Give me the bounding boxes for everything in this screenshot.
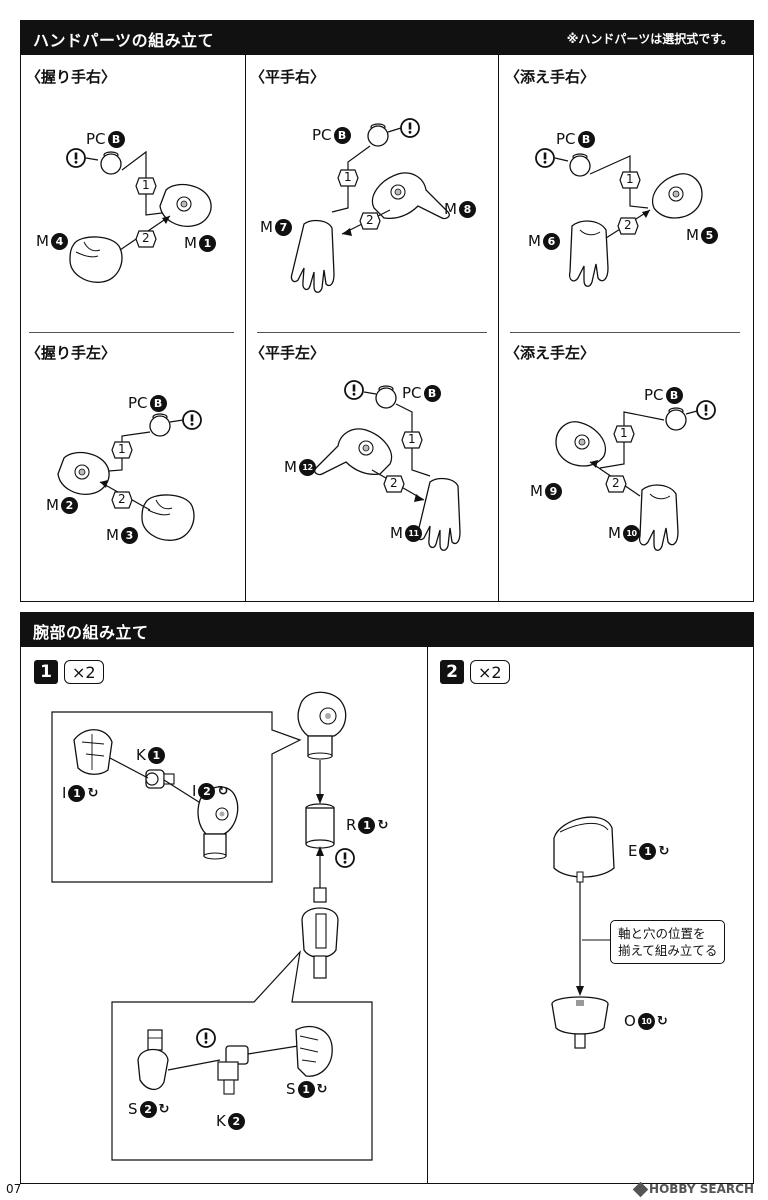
- arm-title: 腕部の組み立て: [33, 623, 149, 642]
- step-1-header: 1 ×2: [34, 660, 104, 684]
- alignment-note: 軸と穴の位置を 揃えて組み立てる: [610, 920, 726, 964]
- e1-part: [553, 816, 615, 883]
- watermark-logo-icon: [632, 1181, 649, 1197]
- caution-icon: [196, 1028, 216, 1048]
- flat-left-diagram: [314, 380, 461, 551]
- spin-icon: ↻: [316, 1081, 328, 1097]
- alignment-note-line-1: 軸と穴の位置を: [618, 926, 706, 941]
- watermark: HOBBY SEARCH: [632, 1181, 754, 1197]
- step-num-2-support-right: 2: [624, 218, 632, 232]
- s2-part: [137, 1029, 169, 1090]
- page-number: 07: [6, 1182, 22, 1196]
- step-1-multiplier: ×2: [64, 660, 104, 684]
- step-num-1-flat-left: 1: [408, 432, 416, 446]
- step-num-2-flat-right: 2: [366, 213, 374, 227]
- spin-icon: ↻: [377, 817, 389, 833]
- spin-icon: ↻: [217, 783, 229, 799]
- detail-callout-upper: [51, 711, 302, 883]
- alignment-note-line-2: 揃えて組み立てる: [618, 943, 718, 958]
- step-num-1-support-right: 1: [626, 172, 634, 186]
- cell-title-grip-left: 〈握り手左〉: [26, 344, 117, 362]
- step-2-header: 2 ×2: [440, 660, 510, 684]
- step-num-2-grip-left: 2: [118, 492, 126, 506]
- hand-row-divider-1: [29, 332, 234, 333]
- hand-divider-2: [498, 55, 499, 601]
- watermark-text: HOBBY SEARCH: [649, 1182, 754, 1196]
- cell-title-grip-right: 〈握り手右〉: [26, 68, 117, 86]
- step-num-1-support-left: 1: [620, 426, 628, 440]
- s1-part: [295, 1025, 333, 1077]
- arm-divider: [427, 647, 428, 1183]
- hand-parts-header: ハンドパーツの組み立て ※ハンドパーツは選択式です。: [21, 21, 753, 55]
- step-num-1-flat-right: 1: [344, 170, 352, 184]
- cell-title-flat-left: 〈平手左〉: [250, 344, 326, 362]
- step-2-multiplier: ×2: [470, 660, 510, 684]
- hand-parts-title: ハンドパーツの組み立て: [33, 31, 215, 50]
- hand-parts-note: ※ハンドパーツは選択式です。: [566, 32, 733, 46]
- step-num-2-grip-right: 2: [142, 231, 150, 245]
- r1-part: [305, 803, 335, 849]
- hand-row-divider-2: [257, 332, 487, 333]
- spin-icon: ↻: [87, 785, 99, 801]
- cell-title-flat-right: 〈平手右〉: [250, 68, 326, 86]
- o10-part: [551, 996, 609, 1049]
- step-num-1-grip-left: 1: [118, 442, 126, 456]
- support-right-diagram: [535, 148, 703, 287]
- spin-icon: ↻: [658, 843, 670, 859]
- caution-icon: [335, 848, 355, 868]
- arm-header: 腕部の組み立て: [21, 613, 753, 647]
- step-num-2-flat-left: 2: [390, 476, 398, 490]
- cell-title-support-right: 〈添え手右〉: [505, 68, 596, 86]
- hand-divider-1: [245, 55, 246, 601]
- grip-right-diagram: [66, 148, 212, 283]
- k1-part: [145, 769, 175, 789]
- hand-parts-panel: ハンドパーツの組み立て ※ハンドパーツは選択式です。: [20, 20, 754, 602]
- step-num-1-grip-right: 1: [142, 178, 150, 192]
- k2-part: [217, 1045, 249, 1095]
- spin-icon: ↻: [656, 1013, 668, 1029]
- flat-right-diagram: [290, 118, 450, 293]
- step-1-number: 1: [34, 660, 58, 684]
- step-2-number: 2: [440, 660, 464, 684]
- grip-left-diagram: [57, 410, 202, 541]
- cell-title-support-left: 〈添え手左〉: [505, 344, 596, 362]
- i1-part: [73, 729, 113, 775]
- spin-icon: ↻: [158, 1101, 170, 1117]
- step-num-2-support-left: 2: [612, 476, 620, 490]
- support-left-diagram: [555, 400, 716, 551]
- shoulder-assembly-part: [297, 691, 347, 760]
- arm-joint-assembly-part: [301, 887, 339, 979]
- hand-row-divider-3: [510, 332, 740, 333]
